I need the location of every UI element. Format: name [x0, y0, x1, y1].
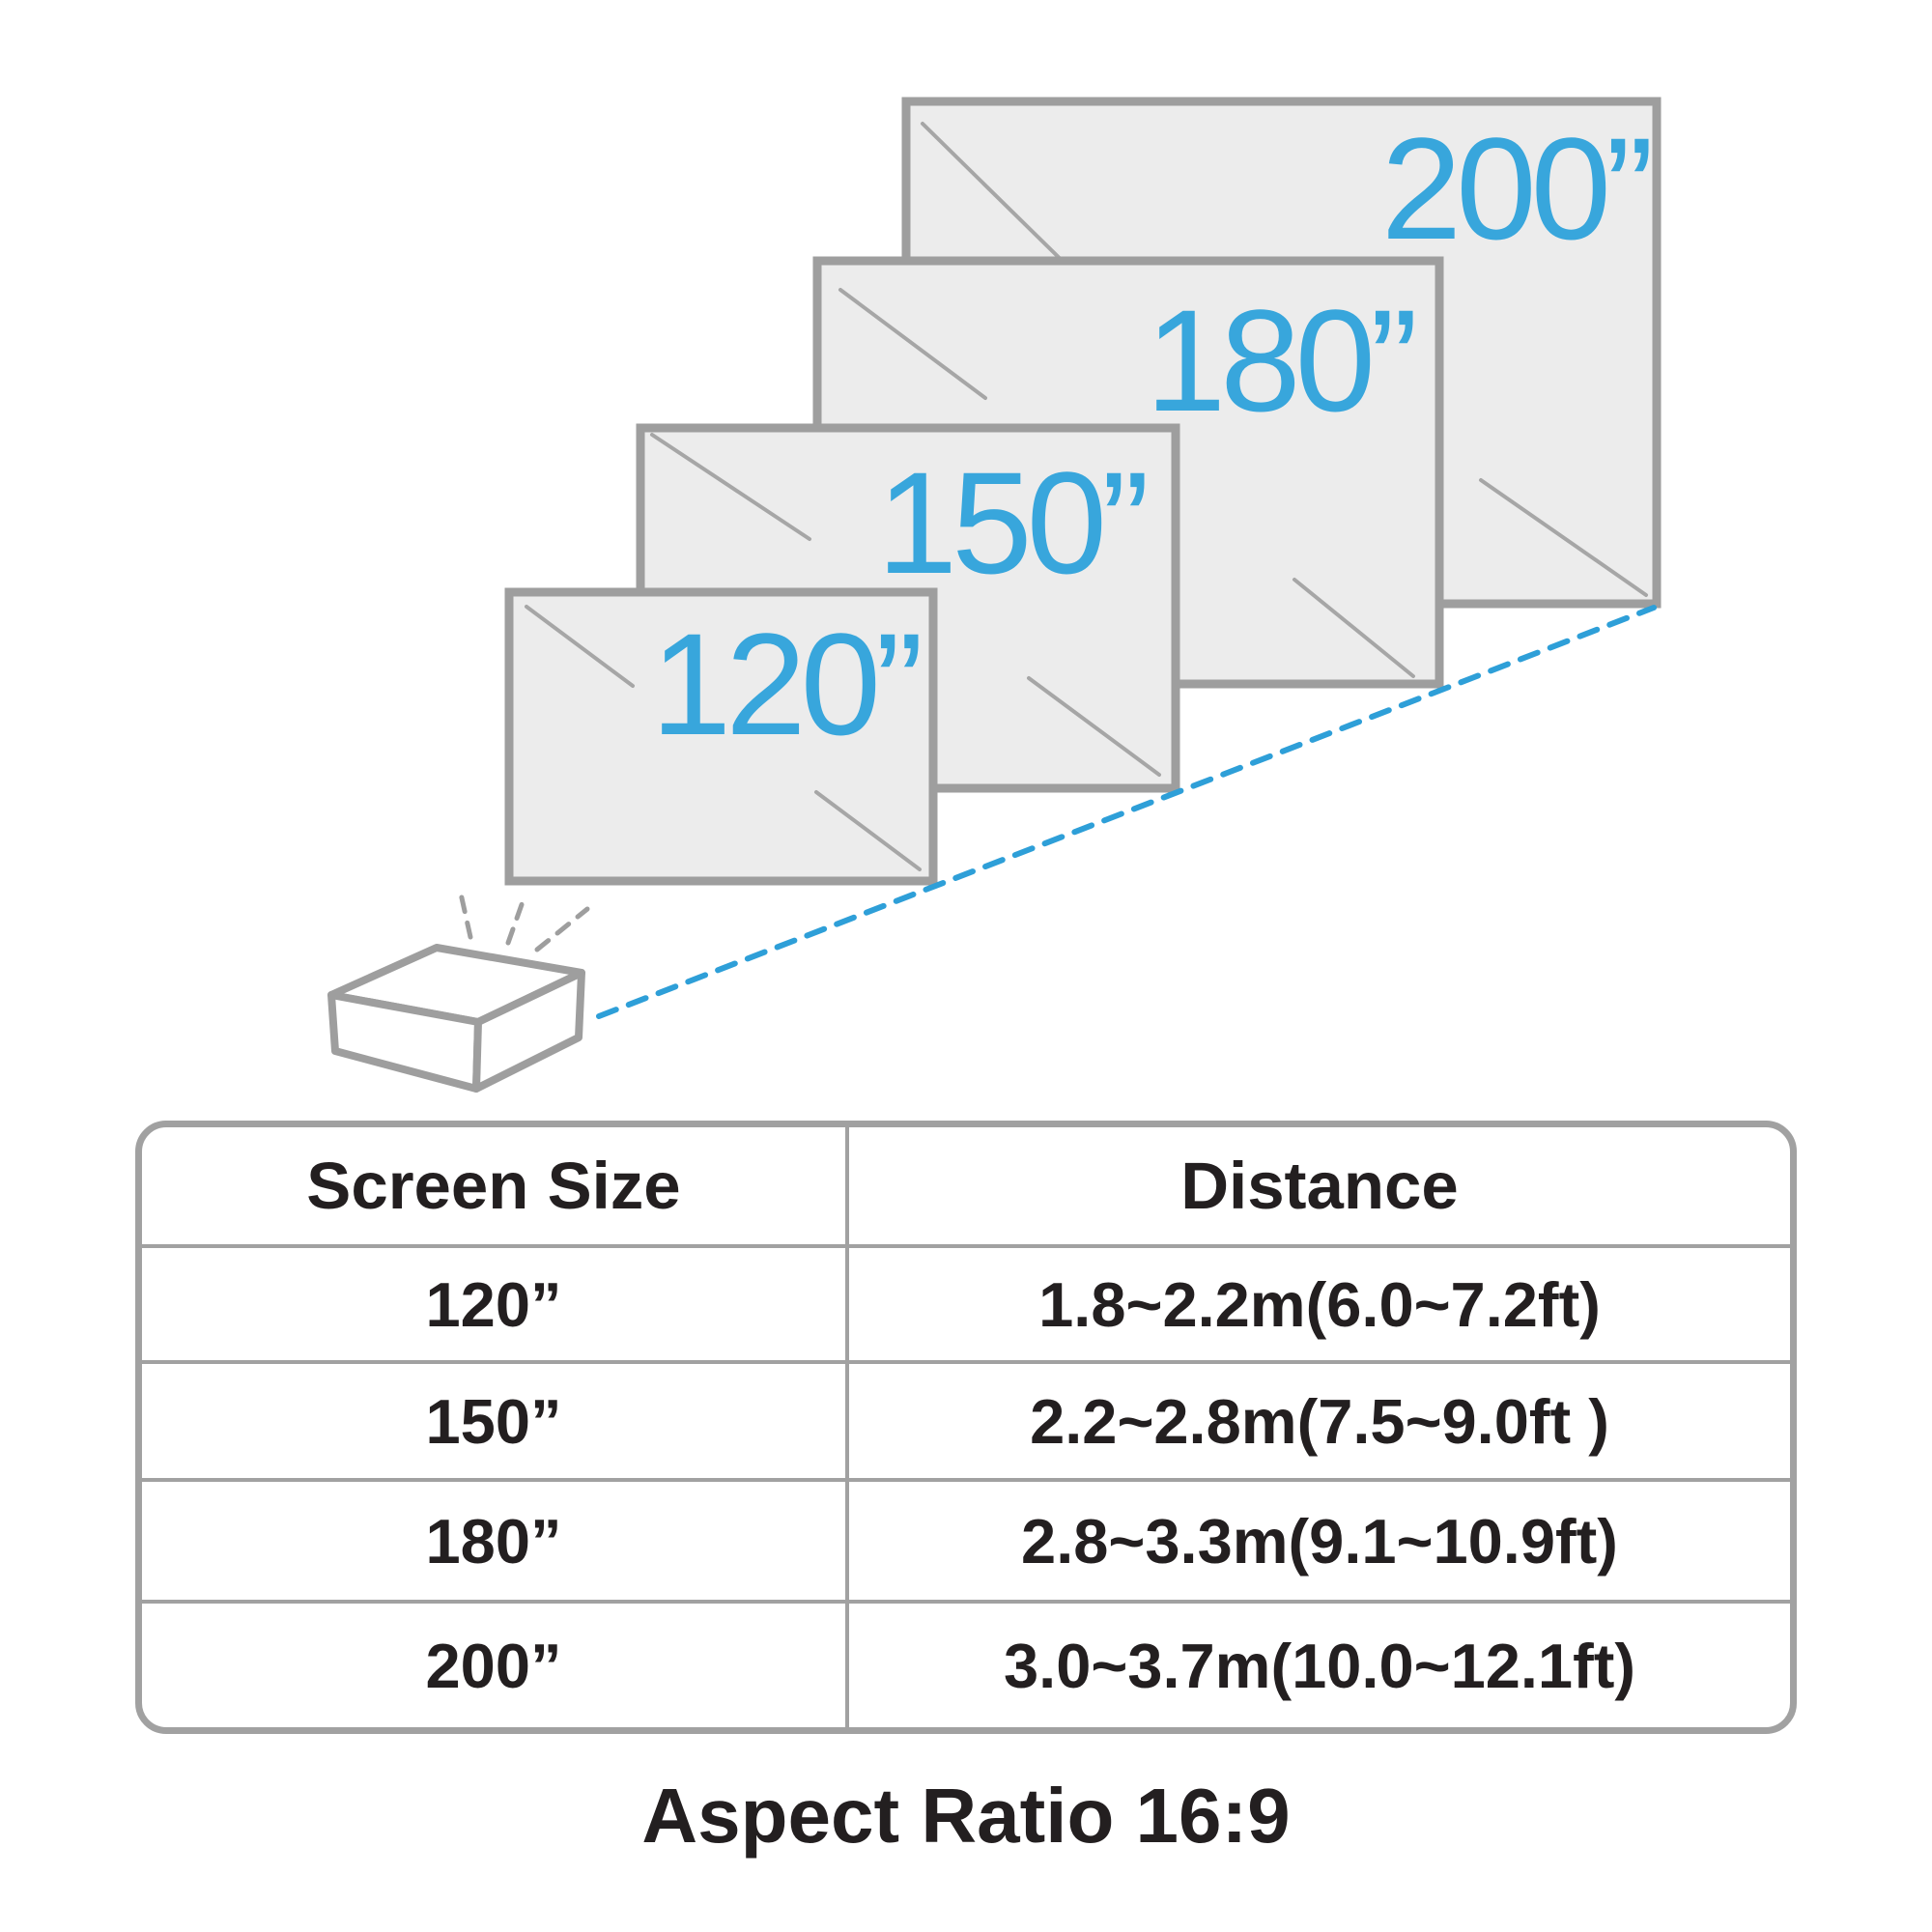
screen-180-shine-bottom-icon	[1293, 578, 1415, 678]
table-row-150-size: 150”	[142, 1360, 845, 1478]
screen-180-shine-top-icon	[838, 288, 987, 400]
projector-light-rays-icon	[458, 891, 590, 952]
projector-icon	[327, 944, 585, 1093]
screen-180-label: 180”	[1146, 279, 1413, 441]
screen-200-label: 200”	[1381, 107, 1649, 270]
screen-150-label: 150”	[877, 441, 1145, 604]
screen-200-shine-bottom-icon	[1479, 478, 1648, 597]
table-row-120-size: 120”	[142, 1244, 845, 1360]
projection-diagram: 200” 180” 150” 120”	[327, 97, 1662, 1093]
table-header-distance: Distance	[845, 1127, 1790, 1244]
table-header-screen-size: Screen Size	[306, 1149, 681, 1223]
screen-120: 120”	[504, 587, 938, 886]
screen-120-rect	[504, 587, 938, 886]
screen-120-label: 120”	[651, 603, 919, 765]
screen-120-shine-top-icon	[525, 605, 635, 688]
table-row-120-distance: 1.8~2.2m(6.0~7.2ft)	[845, 1244, 1790, 1360]
table-row-200-size: 200”	[142, 1600, 845, 1727]
screen-150-shine-top-icon	[650, 433, 811, 541]
screen-150-shine-bottom-icon	[1027, 676, 1161, 777]
projection-beam-dashed-line	[596, 605, 1657, 1019]
screen-200-shine-top-icon	[921, 122, 1084, 282]
table-row-200-distance: 3.0~3.7m(10.0~12.1ft)	[845, 1600, 1790, 1727]
projector-right-face	[472, 969, 585, 1093]
table-row-180-distance: 2.8~3.3m(9.1~10.9ft)	[845, 1478, 1790, 1600]
screen-size-distance-table: Screen Size Distance 120” 1.8~2.2m(6.0~7…	[135, 1121, 1797, 1734]
aspect-ratio-caption: Aspect Ratio 16:9	[641, 1773, 1291, 1859]
table-row-180-size: 180”	[142, 1478, 845, 1600]
screen-120-shine-bottom-icon	[814, 790, 922, 871]
table-row-150-distance: 2.2~2.8m(7.5~9.0ft )	[845, 1360, 1790, 1478]
